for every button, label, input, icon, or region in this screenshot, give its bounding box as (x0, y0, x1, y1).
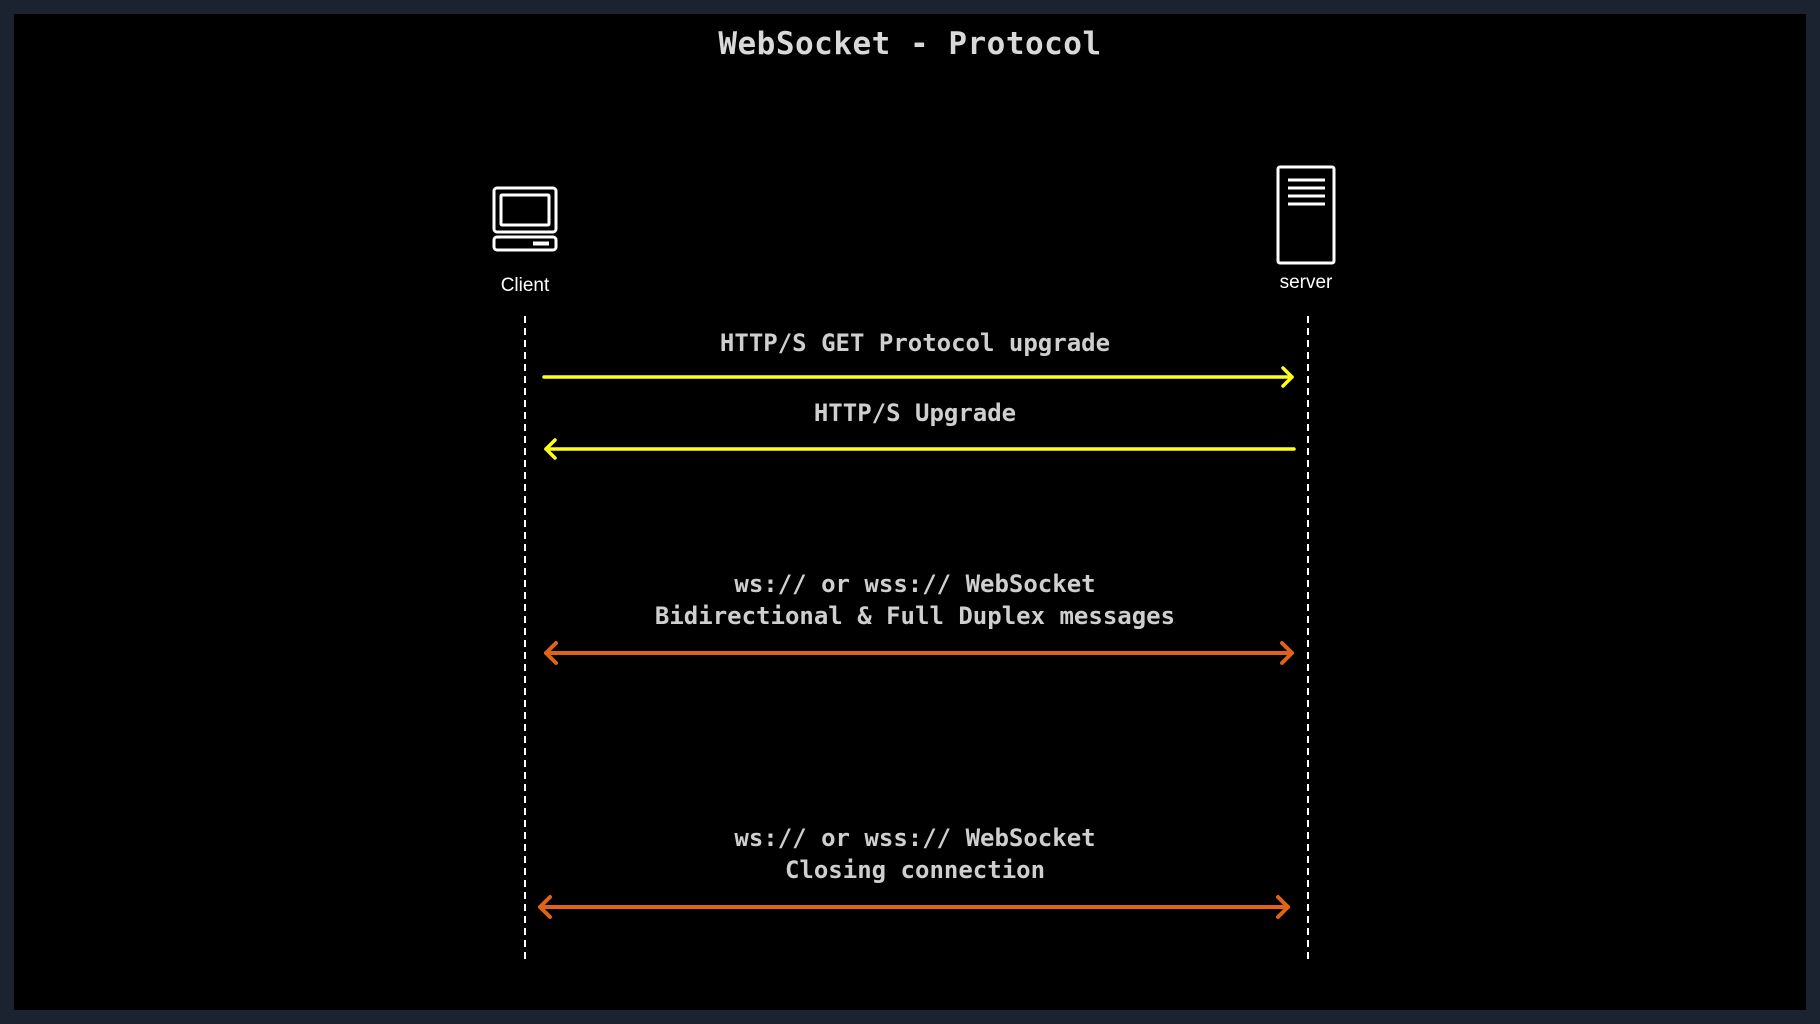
message-arrow-bidirectional-messages (544, 641, 1294, 665)
server-icon (1276, 165, 1336, 265)
diagram-title: WebSocket - Protocol (718, 26, 1102, 62)
laptop-icon (492, 186, 558, 252)
message-label-line: ws:// or wss:// WebSocket (734, 570, 1096, 598)
message-label-line: Closing connection (784, 856, 1046, 884)
message-label-protocol-upgrade-request: HTTP/S GET Protocol upgrade (5, 327, 1820, 359)
message-arrow-protocol-upgrade-request (542, 366, 1294, 388)
message-arrow-closing-connection (538, 895, 1290, 919)
message-label-line: HTTP/S GET Protocol upgrade (719, 329, 1111, 357)
message-label-upgrade-response: HTTP/S Upgrade (5, 397, 1820, 429)
client-label: Client (500, 275, 550, 296)
message-label-line: HTTP/S Upgrade (813, 399, 1017, 427)
message-label-line: ws:// or wss:// WebSocket (734, 824, 1096, 852)
message-label-bidirectional-messages: ws:// or wss:// WebSocket Bidirectional … (5, 568, 1820, 632)
message-label-closing-connection: ws:// or wss:// WebSocket Closing connec… (5, 822, 1820, 886)
message-label-line: Bidirectional & Full Duplex messages (654, 602, 1176, 630)
diagram-background (14, 14, 1806, 1010)
server-label: server (1279, 272, 1333, 293)
message-arrow-upgrade-response (544, 438, 1296, 460)
